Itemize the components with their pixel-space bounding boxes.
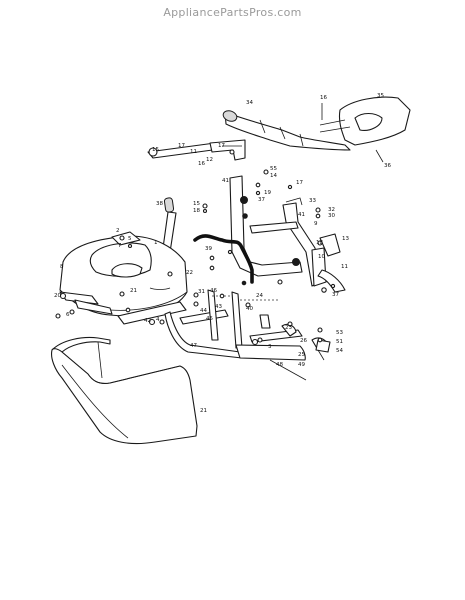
callout-20: 20 (54, 293, 61, 299)
callout-46: 46 (210, 288, 217, 294)
spring-wire-part (193, 234, 254, 284)
callout-30: 30 (328, 213, 335, 219)
callout-5: 5 (128, 236, 132, 242)
callout-34: 34 (246, 100, 253, 106)
callout-1: 1 (154, 240, 158, 246)
callout-23: 23 (285, 325, 292, 331)
callout-11a: 11 (190, 149, 197, 155)
callout-2: 2 (116, 228, 120, 234)
callout-14: 14 (270, 173, 277, 179)
site-header: AppliancePartsPros.com (163, 6, 302, 19)
callout-44: 44 (200, 308, 207, 314)
callout-22: 22 (186, 270, 193, 276)
callout-8: 8 (60, 264, 64, 270)
callout-43: 43 (215, 304, 222, 310)
callout-41b: 41 (298, 212, 305, 218)
callout-9: 9 (314, 221, 318, 227)
callout-17c: 17 (296, 180, 303, 186)
callout-12: 12 (206, 157, 213, 163)
callout-40: 40 (246, 306, 253, 312)
lift-arm-assembly-part (229, 175, 346, 293)
callout-54: 54 (336, 348, 343, 354)
callout-48: 48 (276, 362, 283, 368)
callout-6: 6 (66, 312, 70, 318)
callout-18b: 18 (316, 240, 323, 246)
fasteners-part (55, 149, 336, 343)
callout-26: 26 (300, 338, 307, 344)
callout-47: 47 (190, 343, 197, 349)
chute-deflector-part (222, 96, 411, 163)
callout-37b: 37 (332, 292, 339, 298)
callout-labels: 34 16 35 36 15 17 11 12 17 16 41 38 55 1… (54, 93, 391, 414)
callout-16: 16 (320, 95, 327, 101)
callout-17b: 17 (218, 143, 225, 149)
callout-13: 13 (342, 236, 349, 242)
callout-35: 35 (377, 93, 384, 99)
upper-bracket-part (147, 139, 246, 161)
callout-55: 55 (270, 166, 277, 172)
callout-31: 31 (198, 289, 205, 295)
callout-39: 39 (205, 246, 212, 252)
callout-3: 3 (268, 344, 272, 350)
callout-16b: 16 (198, 161, 205, 167)
callout-45: 45 (206, 316, 213, 322)
callout-15b: 15 (193, 201, 200, 207)
hinge-bracket-part (59, 291, 113, 315)
callout-21a: 21 (130, 288, 137, 294)
callout-21b: 21 (200, 408, 207, 414)
callout-24: 24 (256, 293, 263, 299)
callout-53: 53 (336, 330, 343, 336)
callout-36: 36 (384, 163, 391, 169)
callout-15a: 15 (152, 147, 159, 153)
callout-18: 18 (193, 208, 200, 214)
callout-10: 10 (318, 254, 325, 260)
collector-bag-part (51, 336, 198, 445)
callout-4: 4 (156, 317, 160, 323)
callout-51: 51 (336, 339, 343, 345)
callout-25: 25 (298, 352, 305, 358)
callout-49: 49 (298, 362, 305, 368)
lower-linkage-part (207, 289, 331, 381)
callout-38: 38 (156, 201, 163, 207)
callout-19: 19 (264, 190, 271, 196)
callout-32: 32 (328, 207, 335, 213)
callout-11b: 11 (341, 264, 348, 270)
callout-37a: 37 (258, 197, 265, 203)
callout-42: 42 (144, 318, 151, 324)
callout-41a: 41 (222, 178, 229, 184)
callout-17a: 17 (178, 143, 185, 149)
callout-33: 33 (309, 198, 316, 204)
callout-7: 7 (118, 243, 122, 249)
